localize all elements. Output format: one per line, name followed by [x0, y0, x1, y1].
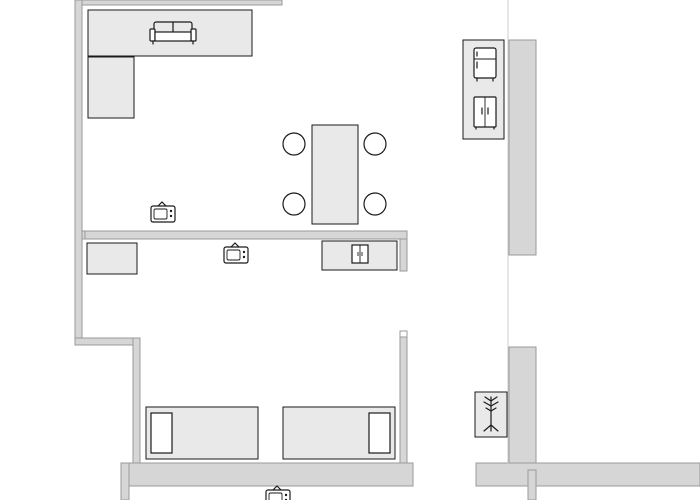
wall-bottom-left	[120, 462, 130, 500]
kitchen	[462, 39, 508, 438]
wall-right-upper	[508, 39, 537, 256]
dining-table	[311, 124, 359, 225]
wall-lower-right-top	[399, 238, 408, 272]
wall-right-lower	[508, 346, 537, 471]
tv-icon	[150, 201, 176, 223]
pillow	[150, 412, 173, 454]
chair	[363, 132, 387, 156]
pillow	[368, 412, 391, 454]
wall-partition	[81, 230, 408, 240]
chair	[363, 192, 387, 216]
wall-top	[81, 0, 283, 6]
wall-lower-right	[399, 332, 408, 469]
tv-icon	[265, 485, 291, 500]
walls	[74, 0, 700, 500]
wall-bottom-right	[475, 462, 700, 487]
living-room	[87, 9, 387, 225]
wall-left-upper	[74, 0, 83, 346]
sofa-icon	[149, 21, 197, 45]
nightstand	[86, 242, 138, 275]
refrigerator-icon	[473, 47, 497, 82]
wardrobe-icon	[473, 96, 497, 130]
chair	[282, 192, 306, 216]
coat-rack-icon	[483, 396, 499, 432]
wardrobe-icon	[351, 244, 369, 264]
wall-partition-end	[81, 230, 86, 240]
bedroom	[86, 240, 398, 500]
chair	[282, 132, 306, 156]
sofa-short	[87, 56, 135, 119]
wall-bottom	[120, 462, 414, 487]
tv-icon	[223, 242, 249, 264]
wall-left-lower	[132, 337, 141, 469]
wall-bottom-right-stub	[527, 469, 537, 500]
wall-door-jamb	[399, 330, 408, 338]
wall-step	[74, 337, 141, 346]
